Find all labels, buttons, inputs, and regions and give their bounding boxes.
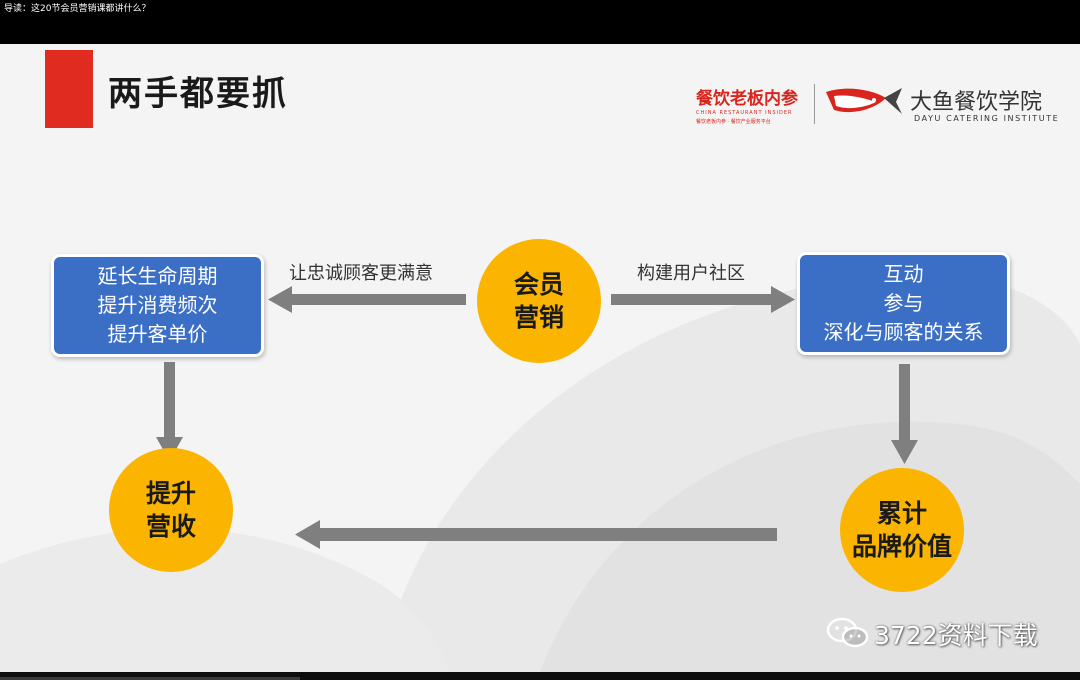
arrow-center-to-left-shaft: [290, 294, 466, 305]
left-arrow-label: 让忠诚顾客更满意: [289, 263, 433, 284]
player-progress[interactable]: [0, 677, 300, 680]
player-bottom-bar[interactable]: [0, 672, 1080, 680]
right-box-line-1: 互动: [883, 262, 924, 286]
slide: 两手都要抓 餐饮老板内参 CHINA RESTAURANT INSIDER 餐饮…: [0, 44, 1080, 672]
center-circle-line-1: 会员: [513, 270, 564, 299]
left-box: 延长生命周期 提升消费频次 提升客单价: [51, 254, 264, 357]
right-box-line-2: 参与: [883, 291, 924, 315]
bottom-left-circle: 提升 营收: [109, 448, 233, 572]
left-box-line-3: 提升客单价: [107, 322, 208, 346]
title-accent-block: [45, 50, 93, 128]
window-titlebar: 导读：这20节会员营销课都讲什么？: [0, 0, 1080, 44]
arrow-bottom-left-shaft: [316, 528, 777, 541]
arrow-left-down-shaft: [164, 362, 175, 440]
arrow-right-down-shaft: [899, 364, 910, 440]
center-circle: 会员 营销: [477, 239, 601, 363]
right-box: 互动 参与 深化与顾客的关系: [797, 252, 1010, 355]
left-box-line-1: 延长生命周期: [97, 264, 218, 288]
flow-arrows: [156, 286, 918, 549]
fish-logo-icon: [826, 88, 902, 114]
watermark: 3722资料下载: [874, 621, 1038, 650]
slide-title: 两手都要抓: [108, 74, 288, 114]
logo-brand2-subtitle: DAYU CATERING INSTITUTE: [914, 114, 1060, 123]
arrow-center-to-left-head: [268, 286, 292, 313]
bottom-left-circle-line-1: 提升: [145, 479, 196, 508]
arrow-bottom-left-head: [295, 520, 320, 549]
logo-brand1-subtitle: CHINA RESTAURANT INSIDER: [696, 110, 793, 116]
arrow-right-down-head: [891, 440, 918, 464]
bottom-left-circle-line-2: 营收: [145, 512, 196, 541]
logo-divider: [814, 84, 815, 124]
logo-brand1-tagline: 餐饮老板内参 · 餐饮产业服务平台: [696, 119, 771, 125]
wechat-icon: [826, 617, 869, 648]
left-box-line-2: 提升消费频次: [97, 293, 218, 317]
right-box-line-3: 深化与顾客的关系: [823, 320, 984, 344]
arrow-center-to-right-head: [771, 286, 795, 313]
logo-brand1: 餐饮老板内参: [696, 89, 798, 109]
logo-brand2: 大鱼餐饮学院: [910, 90, 1043, 115]
bottom-right-circle-line-1: 累计: [876, 499, 927, 528]
logo-area: 餐饮老板内参 CHINA RESTAURANT INSIDER 餐饮老板内参 ·…: [692, 78, 1072, 128]
arrow-center-to-right-shaft: [611, 294, 775, 305]
bottom-right-circle: 累计 品牌价值: [840, 468, 964, 592]
bottom-right-circle-line-2: 品牌价值: [851, 532, 952, 561]
center-circle-line-2: 营销: [513, 303, 564, 332]
right-arrow-label: 构建用户社区: [637, 263, 745, 284]
window-title: 导读：这20节会员营销课都讲什么？: [4, 4, 151, 14]
